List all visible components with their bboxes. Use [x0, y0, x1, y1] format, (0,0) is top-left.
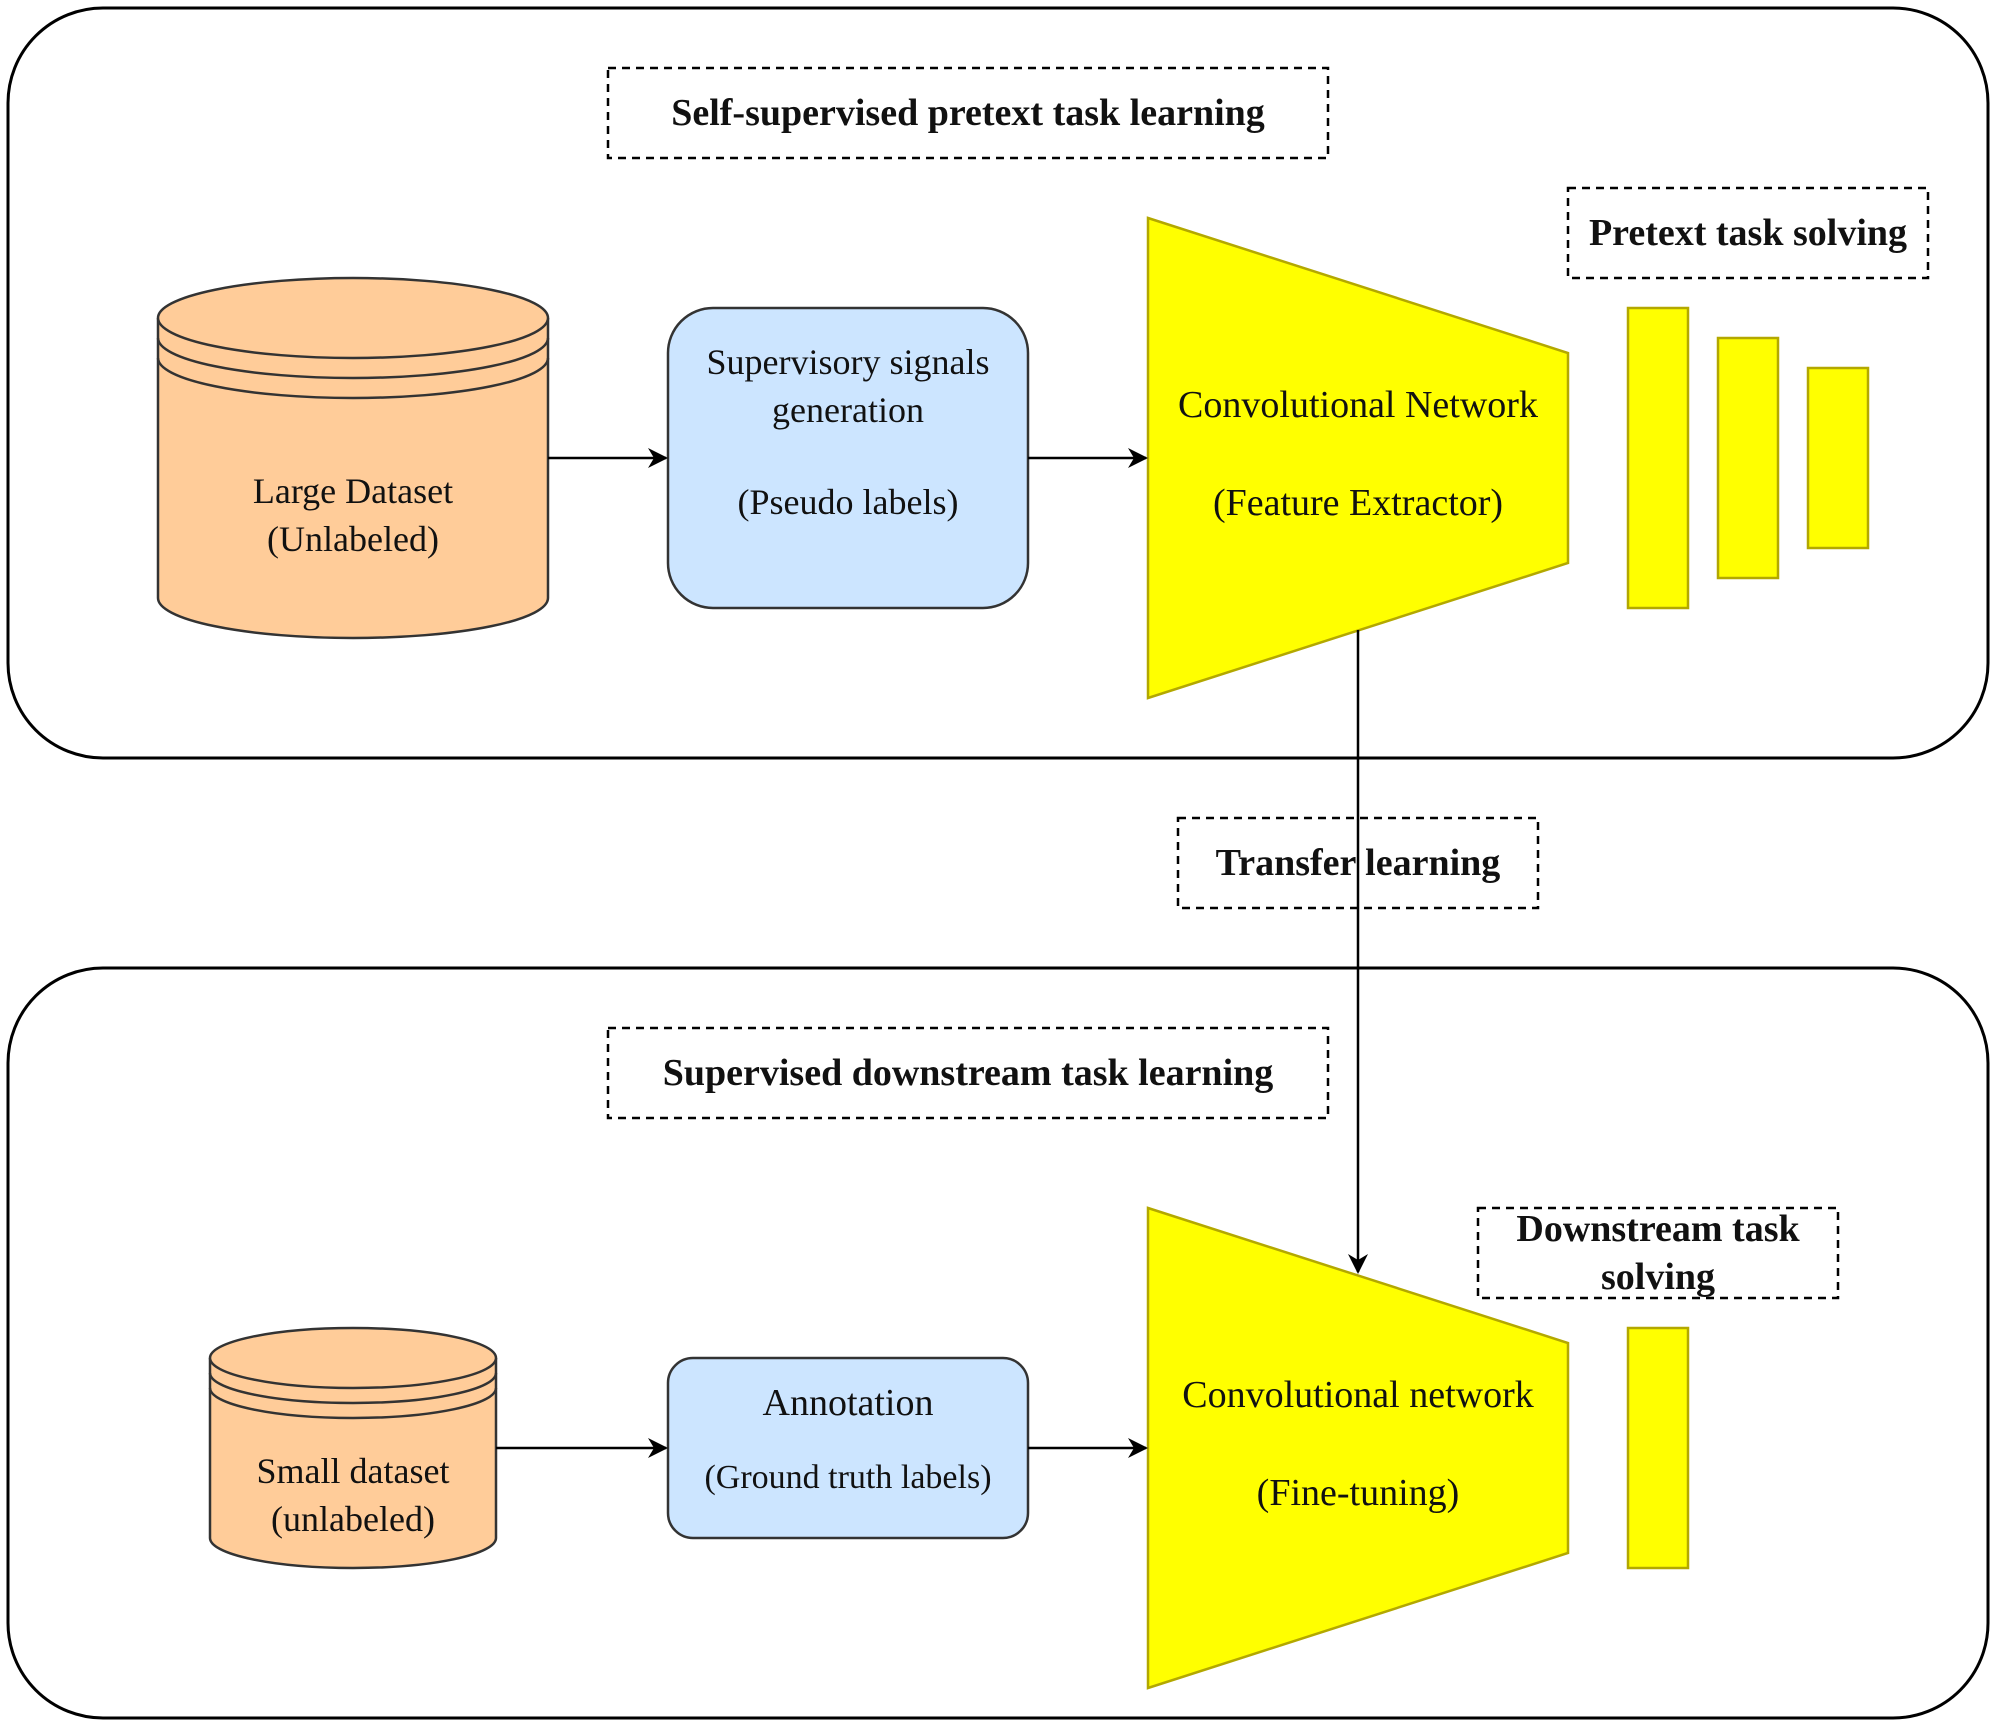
annotation-label: Annotation (Ground truth labels) [704, 1382, 992, 1496]
downstream-title-box [606, 1026, 1330, 1120]
downstream-panel [6, 966, 1990, 1720]
pretext-title-box [606, 66, 1330, 160]
feature-extractor-label: Convolutional Network (Feature Extractor… [1178, 384, 1538, 524]
pretext-solving-box [1566, 186, 1930, 280]
large-dataset-label: Large Dataset (Unlabeled) [252, 471, 454, 559]
downstream-title: Supervised downstream task learning [662, 1052, 1274, 1094]
feature-extractor-network [1146, 216, 1570, 700]
supervisory-signals-label: Supervisory signals generation (Pseudo l… [706, 342, 990, 522]
pretext-title: Self-supervised pretext task learning [671, 92, 1265, 134]
pretext-panel [6, 6, 1990, 760]
downstream-output-layer [1626, 1326, 1690, 1570]
downstream-solving-label: Downstream task solving [1516, 1208, 1800, 1298]
small-dataset-cylinder [208, 1326, 498, 1570]
transfer-learning-label: Transfer learning [1215, 842, 1501, 884]
downstream-solving-box [1476, 1206, 1840, 1300]
pretext-output-layer-2 [1716, 336, 1780, 580]
pretext-solving-label: Pretext task solving [1588, 212, 1908, 254]
large-dataset-cylinder [156, 276, 550, 640]
fine-tuning-label: Convolutional network (Fine-tuning) [1182, 1374, 1534, 1514]
pretext-output-layer-1 [1626, 306, 1690, 610]
small-dataset-label: Small dataset (unlabeled) [256, 1451, 450, 1539]
fine-tuning-network [1146, 1206, 1570, 1690]
pretext-output-layer-3 [1806, 366, 1870, 550]
